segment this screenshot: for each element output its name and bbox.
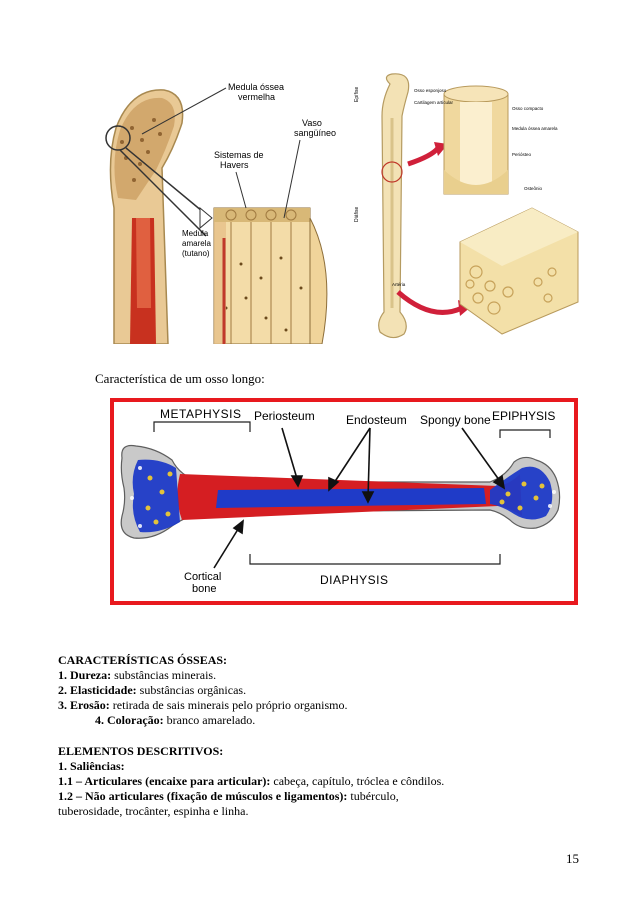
char-item-4: 4. Coloração: branco amarelado. (95, 713, 256, 727)
label-yellow-marrow-3: (tutano) (182, 249, 210, 258)
label-havers-2: Havers (220, 160, 249, 170)
svg-text:Cartilagem articular: Cartilagem articular (414, 100, 454, 105)
label-periosteum: Periosteum (254, 409, 315, 423)
label-endosteum: Endosteum (346, 413, 407, 427)
elements-sub: 1. Saliências: (58, 759, 125, 773)
svg-text:Medula: Medula (182, 229, 209, 238)
elements-item-2-cont: tuberosidade, trocânter, espinha e linha… (58, 804, 249, 818)
svg-text:Sistemas de: Sistemas de (214, 150, 264, 160)
svg-text:Medula óssea: Medula óssea (228, 82, 284, 92)
svg-text:sangüíneo: sangüíneo (294, 128, 336, 138)
svg-text:Diáfise: Diáfise (354, 206, 360, 222)
elements-item-1: 1.1 – Articulares (encaixe para articula… (58, 774, 445, 788)
elements-heading: ELEMENTOS DESCRITIVOS: (58, 744, 224, 758)
label-havers-1: Sistemas de (214, 150, 264, 160)
svg-text:Epífise: Epífise (354, 86, 360, 102)
elements-item-2: 1.2 – Não articulares (fixação de múscul… (58, 789, 399, 803)
svg-text:amarela: amarela (182, 239, 211, 248)
char-item-1: 1. Dureza: substâncias minerais. (58, 668, 217, 682)
char-item-2: 2. Elasticidade: substâncias orgânicas. (58, 683, 247, 697)
svg-text:vermelha: vermelha (238, 92, 275, 102)
label-diaphysis: DIAPHYSIS (320, 573, 389, 587)
label-epiphysis: EPIPHYSIS (492, 409, 555, 423)
svg-text:Vaso: Vaso (302, 118, 322, 128)
label-red-marrow-2: vermelha (238, 92, 275, 102)
char-item-3: 3. Erosão: retirada de sais minerais pel… (58, 698, 348, 712)
page-number: 15 (566, 851, 579, 866)
label-cortical-bone: bone (192, 583, 216, 595)
femur-marrow-illustration: Medula óssea vermelha Vaso sangüíneo Sis… (96, 68, 348, 344)
label-metaphysis: METAPHYSIS (160, 407, 241, 421)
svg-text:Havers: Havers (220, 160, 249, 170)
svg-text:Osso compacto: Osso compacto (512, 106, 544, 111)
svg-text:Osteônio: Osteônio (524, 186, 543, 191)
characteristics-heading: CARACTERÍSTICAS ÓSSEAS: (58, 653, 228, 667)
svg-text:(tutano): (tutano) (182, 249, 210, 258)
label-spongy-bone: Spongy bone (420, 413, 491, 427)
label-vessel-1: Vaso (302, 118, 322, 128)
label-cortical: Cortical (184, 571, 221, 583)
label-vessel-2: sangüíneo (294, 128, 336, 138)
long-bone-anatomy-illustration: Epífise Diáfise Osso esponjoso Cartilage… (352, 72, 582, 344)
svg-text:Artéria: Artéria (392, 282, 406, 287)
figure-caption: Característica de um osso longo: (95, 371, 265, 386)
svg-text:Medula óssea amarela: Medula óssea amarela (512, 126, 558, 131)
label-yellow-marrow-2: amarela (182, 239, 211, 248)
svg-text:Osso esponjoso: Osso esponjoso (414, 88, 447, 93)
svg-text:Periósteo: Periósteo (512, 152, 532, 157)
long-bone-diagram: METAPHYSIS Periosteum Endosteum Spongy b… (110, 398, 578, 605)
label-yellow-marrow-1: Medula (182, 229, 209, 238)
label-red-marrow-1: Medula óssea (228, 82, 284, 92)
